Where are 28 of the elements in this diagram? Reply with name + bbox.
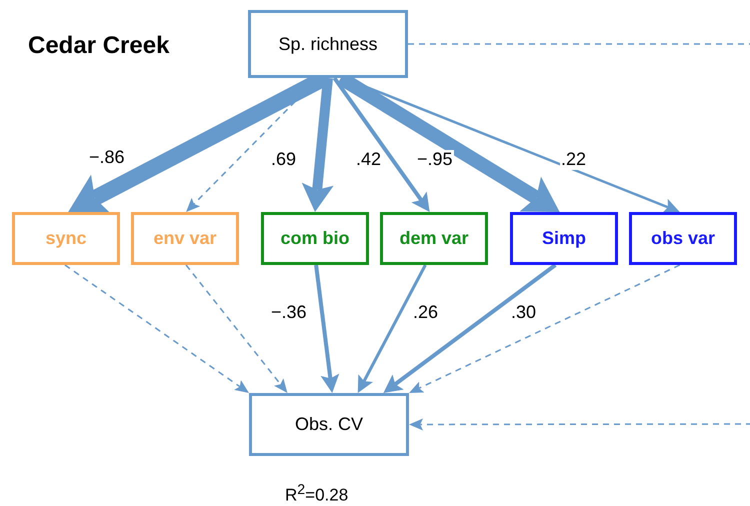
- diagram-title: Cedar Creek: [28, 32, 170, 60]
- variable-box: [629, 212, 737, 265]
- arrow: [332, 76, 430, 212]
- process-box: [248, 10, 408, 78]
- arrow: [358, 264, 427, 393]
- arrow: [383, 263, 557, 393]
- node-label: obs var: [650, 228, 716, 249]
- edge-label: .22: [560, 150, 588, 170]
- node-label: com bio: [279, 228, 350, 249]
- node-label: dem var: [398, 228, 470, 249]
- arrow: [186, 264, 288, 393]
- arrow: [409, 264, 680, 393]
- variable-box: [510, 212, 618, 265]
- process-box: [249, 393, 409, 456]
- node-label: Obs. CV: [294, 414, 364, 435]
- variable-box: [12, 212, 120, 265]
- variable-box: [380, 212, 488, 265]
- node-label: Sp. richness: [277, 34, 379, 54]
- node-label: env var: [152, 228, 218, 249]
- arrow: [314, 264, 340, 393]
- node-label: sync: [44, 228, 88, 249]
- arrow: [64, 264, 249, 393]
- arrow: [409, 418, 750, 430]
- node-label: Simp: [540, 228, 587, 249]
- r-squared-label: R$^{2}$=0.28: [285, 482, 348, 506]
- arrow: [302, 78, 334, 212]
- variable-box: [261, 212, 369, 265]
- variable-box: [131, 212, 239, 265]
